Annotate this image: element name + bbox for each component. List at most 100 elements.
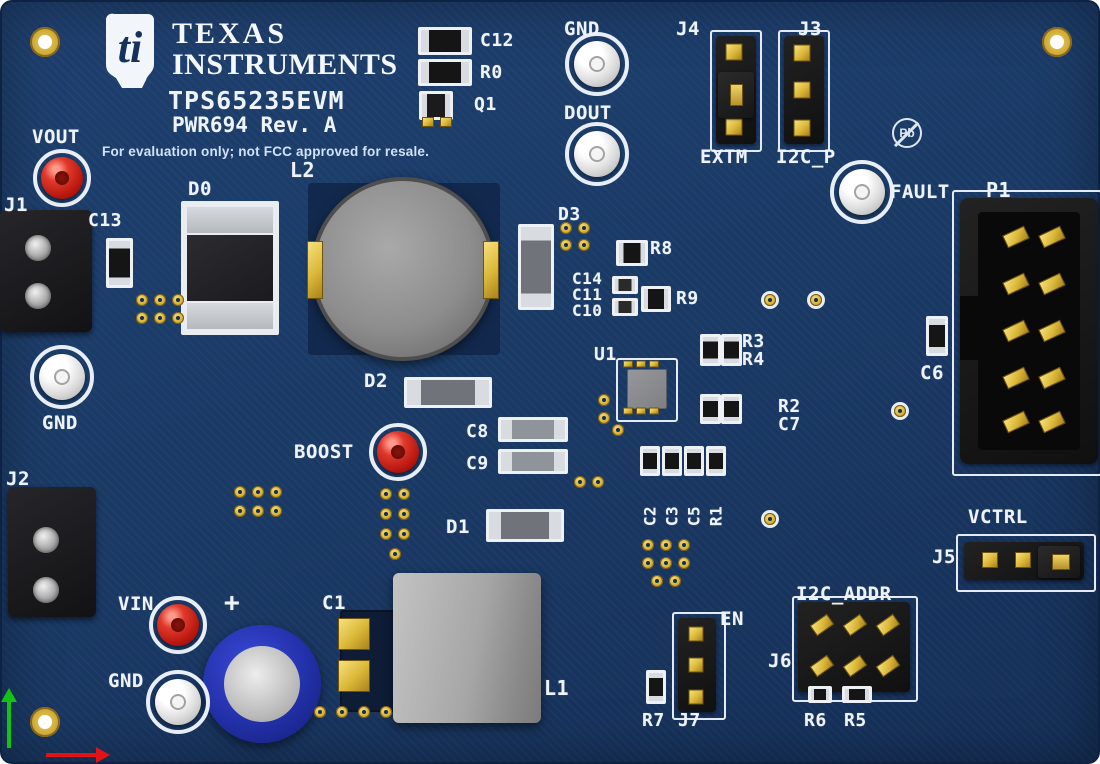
via — [314, 706, 326, 718]
via — [642, 539, 654, 551]
j4-silk-outline — [710, 30, 762, 152]
connector-p1-notch — [960, 296, 980, 360]
testpoint-silk-ring — [146, 670, 210, 734]
via — [136, 294, 148, 306]
via — [136, 312, 148, 324]
silkscreen-label: FAULT — [890, 181, 950, 203]
via — [234, 486, 246, 498]
smd-component — [641, 286, 671, 312]
via — [560, 222, 572, 234]
header-pin — [636, 407, 646, 415]
silkscreen-label: VIN — [118, 593, 154, 615]
via — [651, 575, 663, 587]
via — [764, 513, 776, 525]
u1-silk-outline — [616, 358, 678, 422]
via — [574, 476, 586, 488]
smd-component — [404, 377, 492, 408]
header-pin — [688, 689, 704, 705]
smd-body — [521, 227, 551, 307]
board-model-text: TPS65235EVM — [168, 86, 345, 115]
smd-component — [842, 686, 872, 703]
terminal-hole — [25, 235, 51, 261]
silkscreen-label: J3 — [798, 18, 822, 40]
silkscreen-label: R3 — [742, 331, 765, 352]
via — [642, 557, 654, 569]
testpoint-silk-ring — [33, 149, 91, 207]
via — [669, 575, 681, 587]
silkscreen-label: DOUT — [564, 102, 612, 124]
via — [398, 528, 410, 540]
silkscreen-label: J2 — [6, 468, 30, 490]
j3-silk-outline — [778, 30, 830, 152]
terminal-hole — [25, 283, 51, 309]
smd-body — [109, 241, 130, 285]
header-pin — [793, 81, 811, 99]
smd-body — [615, 279, 635, 291]
brand-instruments: INSTRUMENTS — [172, 48, 398, 81]
header-pin — [623, 407, 633, 415]
silkscreen-label: L2 — [290, 158, 316, 182]
smd-component — [418, 59, 472, 86]
ti-logo-icon: ti — [100, 10, 162, 89]
via — [612, 424, 624, 436]
test-point-boost — [377, 431, 419, 473]
d0-top-band — [187, 207, 273, 233]
test-point-gnd-bottom — [155, 679, 201, 725]
smd-body — [489, 512, 561, 539]
fcc-disclaimer-text: For evaluation only; not FCC approved fo… — [102, 144, 430, 159]
header-pin — [1015, 552, 1031, 568]
via — [810, 294, 822, 306]
mounting-hole — [30, 27, 60, 57]
test-point-gnd-left — [39, 354, 85, 400]
via — [678, 539, 690, 551]
smd-component — [640, 446, 660, 476]
testpoint-silk-ring — [565, 32, 629, 96]
component-d0 — [181, 201, 279, 335]
silkscreen-label: GND — [108, 670, 144, 692]
smd-body — [643, 449, 657, 473]
board-revision-text: PWR694 Rev. A — [172, 113, 337, 137]
axis-x-arrow — [46, 753, 98, 757]
terminal-block-j1 — [0, 210, 92, 332]
silkscreen-label: EN — [720, 608, 744, 630]
smd-body — [703, 337, 718, 363]
via — [660, 557, 672, 569]
header-pin — [307, 241, 323, 299]
test-point-fault — [839, 169, 885, 215]
via — [380, 508, 392, 520]
silkscreen-label: R2 — [778, 396, 801, 417]
smd-body — [811, 689, 829, 700]
via — [894, 405, 906, 417]
via — [270, 505, 282, 517]
header-pin — [688, 626, 704, 642]
smd-body — [845, 689, 869, 700]
test-point-gnd-top — [574, 41, 620, 87]
silkscreen-label: R9 — [676, 288, 699, 309]
smd-body — [709, 449, 723, 473]
no-lead-pb-icon: Pb — [892, 118, 922, 148]
smd-body — [665, 449, 679, 473]
pb-icon-text: Pb — [899, 126, 915, 140]
brand-wordmark: TEXAS INSTRUMENTS — [172, 18, 398, 80]
smd-component — [106, 238, 133, 288]
silkscreen-label: J4 — [676, 18, 700, 40]
via — [380, 706, 392, 718]
header-pin — [793, 44, 811, 62]
via — [398, 488, 410, 500]
silkscreen-label: J1 — [4, 194, 28, 216]
via — [172, 312, 184, 324]
smd-body — [649, 673, 663, 701]
silkscreen-label: VOUT — [32, 126, 80, 148]
via — [358, 706, 370, 718]
testpoint-silk-ring — [369, 423, 427, 481]
silkscreen-label: R5 — [844, 710, 867, 731]
testpoint-silk-ring — [149, 596, 207, 654]
smd-body — [615, 301, 635, 313]
via — [389, 548, 401, 560]
via — [336, 706, 348, 718]
silkscreen-label: R1 — [706, 505, 726, 527]
silkscreen-label: C8 — [466, 421, 489, 442]
via — [764, 294, 776, 306]
via — [252, 486, 264, 498]
terminal-hole — [33, 577, 59, 603]
